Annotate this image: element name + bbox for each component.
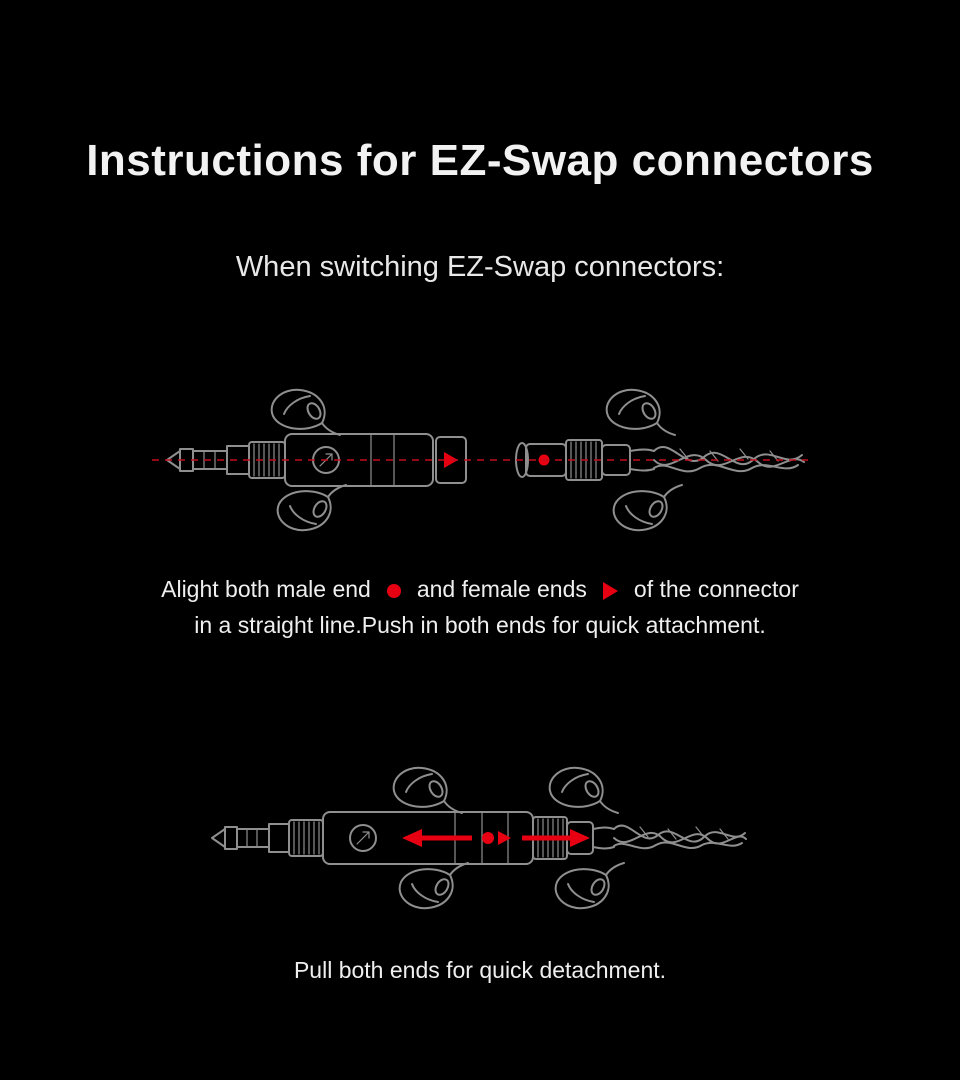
detach-caption: Pull both ends for quick detachment. <box>293 957 667 983</box>
attach-diagram <box>150 365 810 555</box>
male-align-dot-icon <box>482 832 494 844</box>
attach-caption: Alight both male end and female ends of th… <box>0 571 960 643</box>
male-end-dot-icon <box>386 583 401 598</box>
attach-caption-part3: of the connector <box>633 576 799 602</box>
female-ear-tip-icons <box>605 388 683 532</box>
cable-art <box>653 446 805 473</box>
detach-diagram <box>200 743 760 933</box>
subtitle: When switching EZ-Swap connectors: <box>235 251 725 283</box>
attach-caption-line1: Alight both male end and female ends of th… <box>0 571 960 607</box>
attach-caption-part1: Alight both male end <box>161 576 371 602</box>
attach-diagram-svg <box>152 388 808 532</box>
detach-diagram-svg <box>211 766 747 910</box>
male-connector-art <box>166 433 467 487</box>
cable-art <box>613 824 747 850</box>
attach-caption-part2: and female ends <box>416 576 587 602</box>
female-end-triangle-icon <box>602 581 618 600</box>
pull-arrows <box>402 829 590 847</box>
female-align-triangle-icon <box>498 831 511 845</box>
joined-connector-art <box>211 811 615 865</box>
page-title: Instructions for EZ-Swap connectors <box>86 136 874 185</box>
attach-caption-line2: in a straight line.Push in both ends for… <box>194 612 766 638</box>
